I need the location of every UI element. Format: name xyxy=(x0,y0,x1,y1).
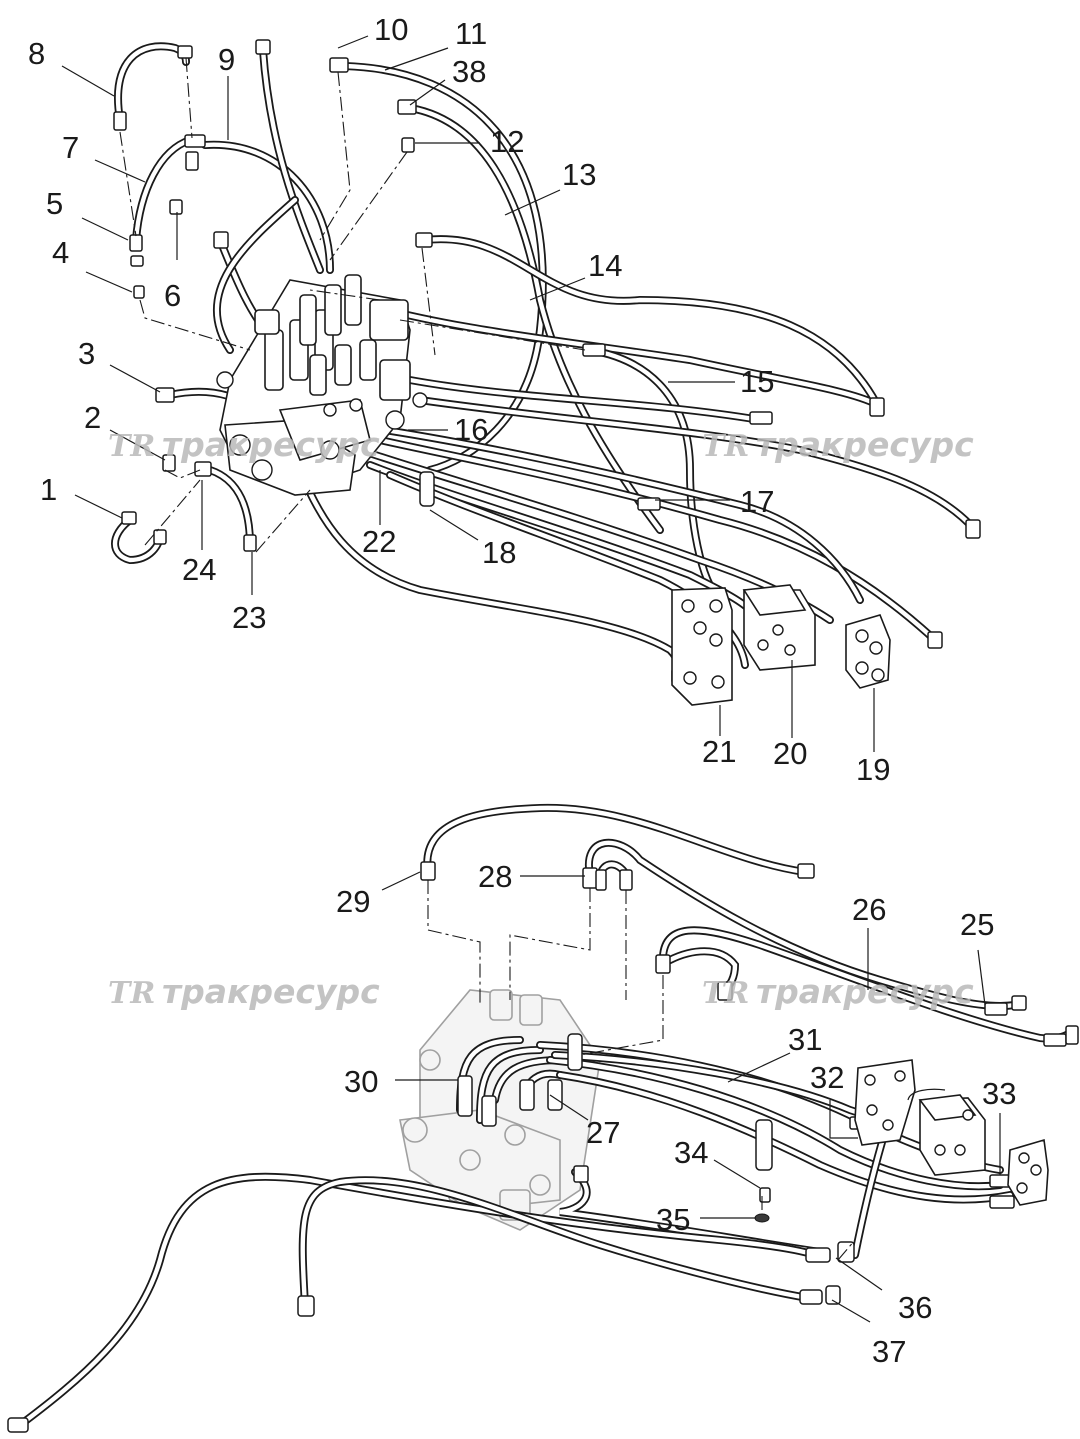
callout-24: 24 xyxy=(182,552,216,587)
callout-23: 23 xyxy=(232,600,266,635)
callout-33: 33 xyxy=(982,1076,1016,1111)
callout-30: 30 xyxy=(344,1064,378,1099)
callout-3: 3 xyxy=(78,336,95,371)
callout-7: 7 xyxy=(62,130,79,165)
callout-38: 38 xyxy=(452,54,486,89)
watermark-bottom-right: TR тракресурс xyxy=(702,972,974,1011)
callout-2: 2 xyxy=(84,400,101,435)
callout-28: 28 xyxy=(478,859,512,894)
callout-27: 27 xyxy=(586,1115,620,1150)
top-mounting-plates xyxy=(671,584,891,706)
watermark-text: тракресурс xyxy=(756,425,974,464)
callout-29: 29 xyxy=(336,884,370,919)
top-fittings xyxy=(113,39,981,685)
watermark-top-right: TR тракресурс xyxy=(702,425,974,464)
callout-1: 1 xyxy=(40,472,57,507)
bottom-leader-lines xyxy=(381,871,1001,1323)
callout-15: 15 xyxy=(740,364,774,399)
callout-19: 19 xyxy=(856,752,890,787)
callout-36: 36 xyxy=(898,1290,932,1325)
bottom-valve-block xyxy=(399,989,601,1231)
bottom-hoses xyxy=(16,803,1074,1429)
callout-25: 25 xyxy=(960,907,994,942)
watermark-logo: TR xyxy=(702,429,749,464)
bottom-assembly xyxy=(7,803,1079,1433)
watermark-logo: TR xyxy=(108,976,155,1011)
callout-4: 4 xyxy=(52,235,69,270)
callout-13: 13 xyxy=(562,157,596,192)
callout-21: 21 xyxy=(702,734,736,769)
callout-34: 34 xyxy=(674,1135,708,1170)
callout-labels: 1 2 3 4 5 6 7 8 9 10 11 12 13 14 15 16 1… xyxy=(28,12,1016,1369)
bottom-mounting-plates xyxy=(854,1059,1049,1206)
top-leader-lines xyxy=(61,35,875,752)
callout-6: 6 xyxy=(164,278,181,313)
watermark-text: тракресурс xyxy=(756,972,974,1011)
top-assembly xyxy=(61,35,981,752)
top-dashed-lines xyxy=(119,57,586,553)
callout-8: 8 xyxy=(28,36,45,71)
callout-35: 35 xyxy=(656,1202,690,1237)
watermark-top-left: TR тракресурс xyxy=(108,425,380,464)
callout-22: 22 xyxy=(362,524,396,559)
watermark-logo: TR xyxy=(108,429,155,464)
watermark-text: тракресурс xyxy=(162,972,380,1011)
callout-31: 31 xyxy=(788,1022,822,1057)
watermark-bottom-left: TR тракресурс xyxy=(108,972,380,1011)
bottom-dashed-lines xyxy=(427,880,856,1261)
callout-16: 16 xyxy=(454,412,488,447)
callout-32: 32 xyxy=(810,1060,844,1095)
watermark-logo: TR xyxy=(702,976,749,1011)
callout-5: 5 xyxy=(46,186,63,221)
callout-17: 17 xyxy=(740,484,774,519)
callout-9: 9 xyxy=(218,42,235,77)
callout-11: 11 xyxy=(455,16,487,51)
callout-26: 26 xyxy=(852,892,886,927)
callout-12: 12 xyxy=(490,124,524,159)
watermark-text: тракресурс xyxy=(162,425,380,464)
callout-10: 10 xyxy=(374,12,408,47)
top-valve-block xyxy=(216,274,428,496)
callout-14: 14 xyxy=(588,248,622,283)
callout-20: 20 xyxy=(773,736,807,771)
callout-18: 18 xyxy=(482,535,516,570)
callout-37: 37 xyxy=(872,1334,906,1369)
